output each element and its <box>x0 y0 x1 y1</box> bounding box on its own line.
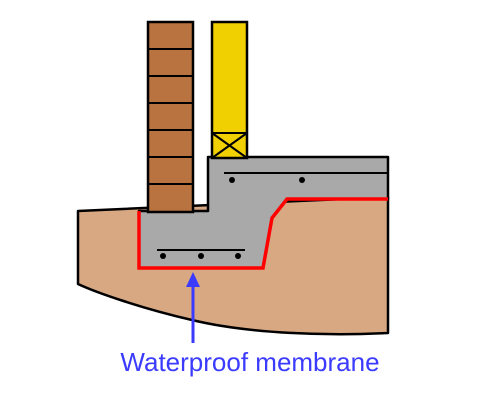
bottom-plate-cross <box>211 132 248 159</box>
brick-wall <box>146 20 195 214</box>
membrane-arrow <box>186 272 200 343</box>
waterproof-membrane <box>137 197 388 270</box>
slab-rebar-dot-1 <box>229 177 235 183</box>
slab-rebar-dot-2 <box>299 177 305 183</box>
footing-rebar-dot-2 <box>198 253 204 259</box>
footing-rebar-dot-3 <box>235 253 241 259</box>
footing-rebar-dot-1 <box>160 253 166 259</box>
timber-stud <box>210 20 249 160</box>
membrane-label: Waterproof membrane <box>120 347 380 377</box>
